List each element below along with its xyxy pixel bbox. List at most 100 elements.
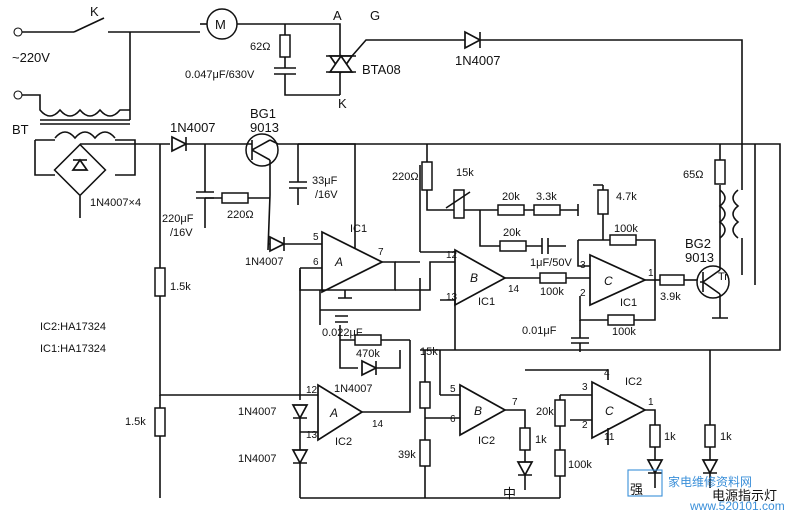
- r470k-label: 470k: [356, 348, 380, 360]
- resistor-220-top: [421, 161, 433, 191]
- resistor-1-5k-a: [154, 267, 166, 297]
- diode-ic1a: [269, 235, 286, 253]
- switch-k: [73, 17, 105, 33]
- triac-g: G: [370, 8, 380, 23]
- r100k-b-label: 100k: [568, 459, 592, 471]
- pin-ic2b-5: 5: [450, 384, 456, 395]
- bg2-name: BG2: [685, 236, 711, 251]
- pin-ic2c-11: 11: [604, 432, 615, 443]
- pin-ic2c-2: 2: [582, 420, 588, 431]
- opamp-c-label: C: [604, 274, 613, 288]
- opamp-ic2b-label: B: [474, 404, 482, 418]
- watermark-text: 家电维修资料网: [668, 474, 752, 489]
- c1uf-label: 1μF/50V: [530, 257, 572, 269]
- resistor-1-5k-b: [154, 407, 166, 437]
- pin-ic2b-7: 7: [512, 397, 518, 408]
- diode-rect: [171, 135, 188, 153]
- pin-ic2c-4: 4: [604, 368, 610, 379]
- resistor-62: [279, 34, 291, 58]
- ic2-opamp-b: 15k 39k B IC2 5 6 7 1k 中: [398, 346, 547, 501]
- diode-ic2-a: [291, 404, 309, 420]
- pin-ic2a-13: 13: [306, 430, 318, 441]
- ic2-opamp-c: 20k 100k C IC2 3 2 1 4 11 1k 强 1k 电源指示灯: [525, 350, 777, 503]
- c001-label: 0.01μF: [522, 325, 557, 337]
- led-power: [701, 459, 719, 475]
- d-ic2a-label: 1N4007: [238, 406, 277, 418]
- c220-label: 220μF: [162, 213, 194, 225]
- c33v-label: /16V: [315, 189, 338, 201]
- ic1-opamp-b: B IC1 12 13 14 220Ω 15k 20k 3.3k 20k: [392, 144, 579, 350]
- c0022-label: 0.022μF: [322, 327, 363, 339]
- r1k-b-label: 1k: [664, 431, 676, 443]
- resistor-15k-c: [419, 381, 431, 409]
- resistor-1k-c: [704, 424, 716, 448]
- r39k-label: 3.9k: [660, 291, 681, 303]
- pin-ic2a-12: 12: [306, 385, 318, 396]
- r100k-fb-label: 100k: [614, 223, 638, 235]
- r15k-a-label: 1.5k: [170, 281, 191, 293]
- pin-ic1c-2: 2: [580, 288, 586, 299]
- pot15k-label: 15k: [456, 167, 474, 179]
- opamp-a-label: A: [334, 255, 343, 269]
- transistor-bg2: [696, 265, 730, 299]
- d-gate-label: 1N4007: [455, 53, 501, 68]
- r220-emit-label: 220Ω: [227, 209, 254, 221]
- ground-bus: [159, 460, 560, 499]
- led-strong-label: 强: [630, 482, 643, 497]
- resistor-100k-b: [554, 449, 566, 477]
- triac-a: A: [333, 8, 342, 23]
- pin-ic1a-7: 7: [378, 247, 384, 258]
- diode-gate: [464, 30, 482, 50]
- resistor-39k-b: [419, 439, 431, 467]
- d-fb-label: 1N4007: [334, 383, 373, 395]
- resistor-3-9k: [659, 274, 685, 286]
- opamp-ic2c-label: C: [605, 404, 614, 418]
- terminal-1: [13, 27, 23, 37]
- resistor-100k-fb2: [607, 314, 635, 326]
- triac-k: K: [338, 96, 347, 111]
- mains-section: M K ~220V 62Ω 0.047μF/630V A G K BTA08: [12, 4, 743, 140]
- r1k-a-label: 1k: [535, 434, 547, 446]
- r15k-b-label: 1.5k: [125, 416, 146, 428]
- pin-ic1b-13: 13: [446, 292, 458, 303]
- r100k-fb2-label: 100k: [612, 326, 636, 338]
- pin-ic1b-12: 12: [446, 250, 458, 261]
- d-rect-label: 1N4007: [170, 120, 216, 135]
- resistor-1k-a: [519, 427, 531, 451]
- r62-label: 62Ω: [250, 41, 270, 53]
- pin-ic1c-1: 1: [648, 268, 654, 279]
- tr-label: Tr: [718, 271, 728, 283]
- resistor-100k-in: [539, 272, 567, 284]
- watermark-url: www.520101.com: [689, 499, 785, 513]
- r33k-label: 3.3k: [536, 191, 557, 203]
- transistor-bg1: [245, 133, 279, 167]
- opamp-b-label: B: [470, 271, 478, 285]
- triac: [326, 39, 465, 95]
- d-ic1a-label: 1N4007: [245, 256, 284, 268]
- power-supply: 1N4007×4 1N4007 220μF /16V BG1 9013 220Ω…: [34, 106, 356, 460]
- diode-ic2-b: [291, 449, 309, 465]
- led-mid: [516, 461, 534, 477]
- resistor-20k-a: [497, 204, 525, 216]
- triac-part: BTA08: [362, 62, 401, 77]
- diode-fb: [361, 359, 378, 377]
- r1k-c-label: 1k: [720, 431, 732, 443]
- watermark-logo: [627, 469, 663, 497]
- ic2b-chip-label: IC2: [478, 435, 495, 447]
- ic1-opamp-c: 100k 1μF/50V C IC1 3 2 1 100k 4.7k 100k …: [520, 140, 756, 352]
- ic1a-chip-label: IC1: [350, 223, 367, 235]
- pot-15k: [453, 189, 465, 219]
- bg1-name: BG1: [250, 106, 276, 121]
- led-power-label: 电源指示灯: [712, 488, 777, 503]
- d-ic2b-label: 1N4007: [238, 453, 277, 465]
- ic1c-chip-label: IC1: [620, 297, 637, 309]
- ic1-opamp-a: A IC1 5 6 7 0.022μF: [290, 223, 455, 339]
- bg2-part: 9013: [685, 250, 714, 265]
- pin-ic2b-6: 6: [450, 414, 456, 425]
- opamp-ic2a-label: A: [329, 406, 338, 420]
- resistor-220-emit: [221, 192, 249, 204]
- r15k-c-label: 15k: [420, 346, 438, 358]
- pin-ic2a-14: 14: [372, 419, 384, 430]
- resistor-65: [714, 159, 726, 185]
